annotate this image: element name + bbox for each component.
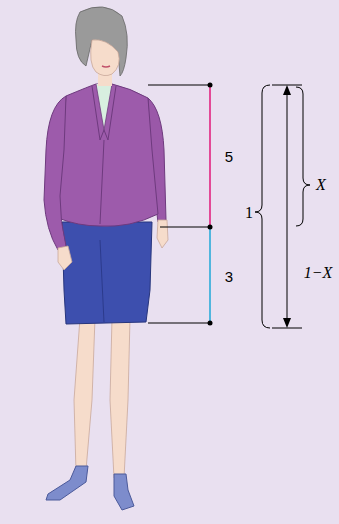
dimension-label: 3 bbox=[225, 269, 233, 284]
dimension-line bbox=[287, 91, 288, 322]
measure-line bbox=[148, 323, 211, 324]
hand bbox=[157, 220, 168, 248]
shoe bbox=[46, 466, 88, 500]
dimension-label: X bbox=[316, 177, 326, 193]
jacket bbox=[58, 84, 158, 226]
mouth bbox=[102, 66, 110, 67]
brace bbox=[255, 85, 270, 328]
skirt-fold bbox=[100, 240, 104, 322]
face bbox=[91, 40, 119, 76]
dimension-label: 5 bbox=[225, 149, 233, 164]
arrowhead bbox=[283, 85, 291, 95]
dimension-label: 1 bbox=[245, 205, 253, 221]
arm bbox=[44, 96, 66, 250]
segment-line bbox=[209, 85, 211, 227]
skirt bbox=[62, 222, 152, 324]
segment-line bbox=[209, 227, 211, 323]
point bbox=[208, 321, 213, 326]
hand bbox=[58, 246, 72, 270]
measure-line bbox=[160, 227, 211, 228]
dimension-label: 1−X bbox=[304, 265, 333, 281]
leg bbox=[110, 318, 130, 478]
blouse bbox=[96, 84, 112, 130]
point bbox=[208, 225, 213, 230]
arrowhead bbox=[283, 318, 291, 328]
hair bbox=[76, 7, 128, 76]
shoe bbox=[114, 474, 134, 510]
measure-line bbox=[148, 85, 211, 86]
point bbox=[208, 83, 213, 88]
jacket-seam bbox=[100, 140, 104, 224]
lapel bbox=[92, 86, 116, 140]
leg bbox=[74, 318, 95, 472]
brace bbox=[296, 87, 310, 226]
